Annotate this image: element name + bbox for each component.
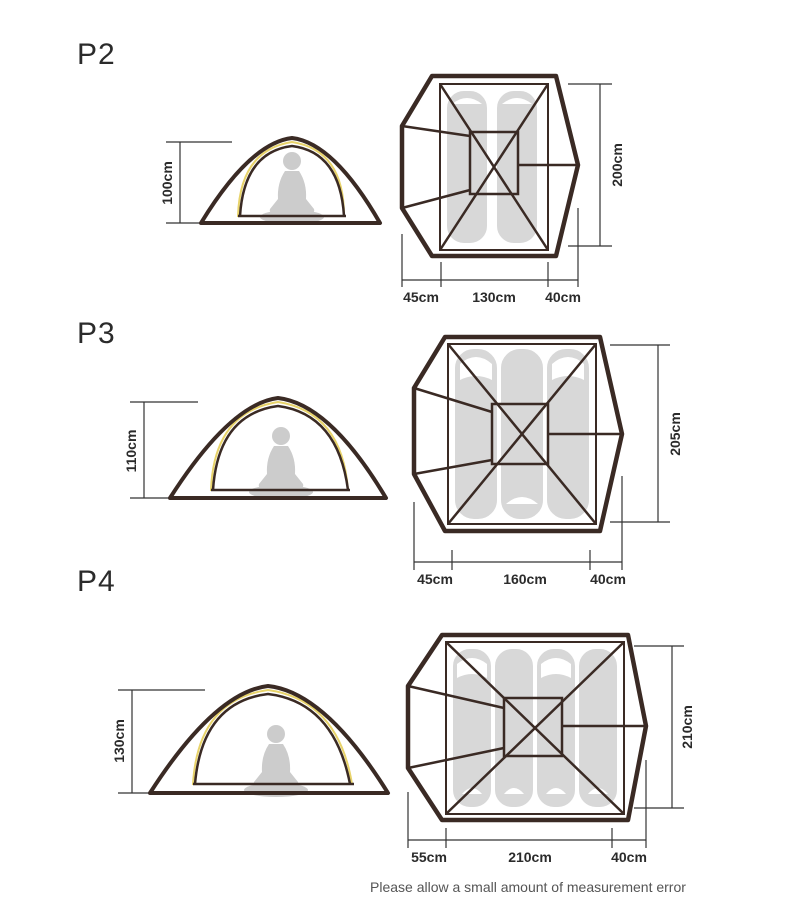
p4-vestibule-front-label: 55cm <box>411 849 447 865</box>
p2-inner-width-label: 130cm <box>472 289 516 305</box>
p2-vestibule-back-label: 40cm <box>545 289 581 305</box>
p4-vestibule-back-label: 40cm <box>611 849 647 865</box>
p4-person-figure <box>244 725 308 797</box>
p3-person-figure <box>249 427 313 499</box>
p2-length-label: 200cm <box>609 143 625 187</box>
model-label-p2: P2 <box>77 38 116 71</box>
p2-person-figure <box>260 152 324 224</box>
p2-side-view: 100cm <box>159 136 382 225</box>
p4-length-label: 210cm <box>679 705 695 749</box>
p4-height-label: 130cm <box>111 719 127 763</box>
p2-vestibule-front-label: 45cm <box>403 289 439 305</box>
p4-inner-width-label: 210cm <box>508 849 552 865</box>
measurement-error-note: Please allow a small amount of measureme… <box>370 879 686 895</box>
p2-top-view: 200cm 45cm 130cm 40cm <box>399 73 625 305</box>
p3-inner-width-label: 160cm <box>503 571 547 587</box>
p4-top-view: 210cm 55cm 210cm 40cm <box>405 632 695 865</box>
p3-length-label: 205cm <box>667 412 683 456</box>
p4-side-view: 130cm <box>111 684 390 797</box>
model-label-p3: P3 <box>77 317 116 350</box>
p3-side-view: 110cm <box>123 396 388 500</box>
p3-vestibule-front-label: 45cm <box>417 571 453 587</box>
p3-height-label: 110cm <box>123 430 139 473</box>
p3-top-view: 205cm 45cm 160cm 40cm <box>411 334 683 587</box>
p2-height-label: 100cm <box>159 161 175 205</box>
model-label-p4: P4 <box>77 565 116 598</box>
p3-vestibule-back-label: 40cm <box>590 571 626 587</box>
